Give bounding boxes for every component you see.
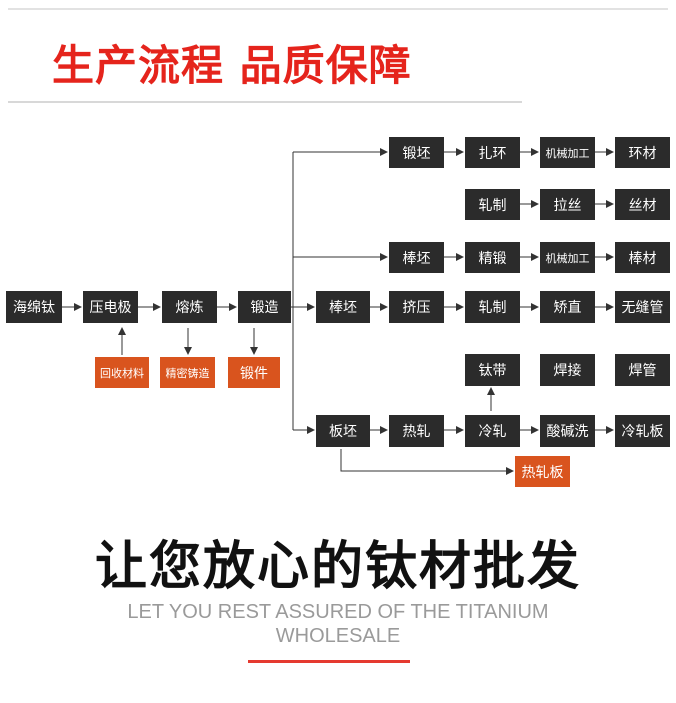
node-suanjianxi: 酸碱洗 xyxy=(540,415,595,447)
node-bangpi2: 棒坯 xyxy=(316,291,370,323)
node-hanguan: 焊管 xyxy=(615,354,670,386)
footer-headline: 让您放心的钛材批发 xyxy=(94,537,581,597)
node-ronglian: 熔炼 xyxy=(162,291,217,323)
top-divider xyxy=(8,8,668,10)
node-rezhaban: 热轧板 xyxy=(515,456,570,487)
node-bangcai: 棒材 xyxy=(615,242,670,273)
node-banpi: 板坯 xyxy=(316,415,370,447)
page-title: 生产流程 品质保障 xyxy=(52,41,412,90)
node-huancai: 环材 xyxy=(615,137,670,168)
node-jingmi: 精密铸造 xyxy=(160,357,215,388)
node-bangpi1: 棒坯 xyxy=(389,242,444,273)
node-haimian: 海绵钛 xyxy=(6,291,62,323)
node-zhahuan: 扎环 xyxy=(465,137,520,168)
footer-subline: LET YOU REST ASSURED OF THE TITANIUM WHO… xyxy=(127,601,549,647)
node-jiya: 挤压 xyxy=(389,291,444,323)
node-duanzao: 锻造 xyxy=(238,291,291,323)
bottom-accent-rule xyxy=(248,660,410,663)
node-yadianji: 压电极 xyxy=(83,291,138,323)
arrow-banpi-rezhaban xyxy=(340,449,514,475)
node-huishou: 回收材料 xyxy=(95,357,149,388)
node-jixie1: 机械加工 xyxy=(540,137,595,168)
node-sicai: 丝材 xyxy=(615,189,670,220)
title-divider xyxy=(8,101,522,103)
node-lengzha: 冷轧 xyxy=(465,415,520,447)
node-wufengguan: 无缝管 xyxy=(615,291,670,323)
node-zhazhi1: 轧制 xyxy=(465,189,520,220)
node-rezha: 热轧 xyxy=(389,415,444,447)
node-taidai: 钛带 xyxy=(465,354,520,386)
node-jingduan: 精锻 xyxy=(465,242,520,273)
node-jixie2: 机械加工 xyxy=(540,242,595,273)
flow-connectors xyxy=(62,148,614,475)
node-duanpi: 锻坯 xyxy=(389,137,444,168)
node-lengzhaban: 冷轧板 xyxy=(615,415,670,447)
node-duanjian: 锻件 xyxy=(228,357,280,388)
node-hanjie: 焊接 xyxy=(540,354,595,386)
node-zhazhi2: 轧制 xyxy=(465,291,520,323)
node-jiaozhi: 矫直 xyxy=(540,291,595,323)
node-lasi: 拉丝 xyxy=(540,189,595,220)
